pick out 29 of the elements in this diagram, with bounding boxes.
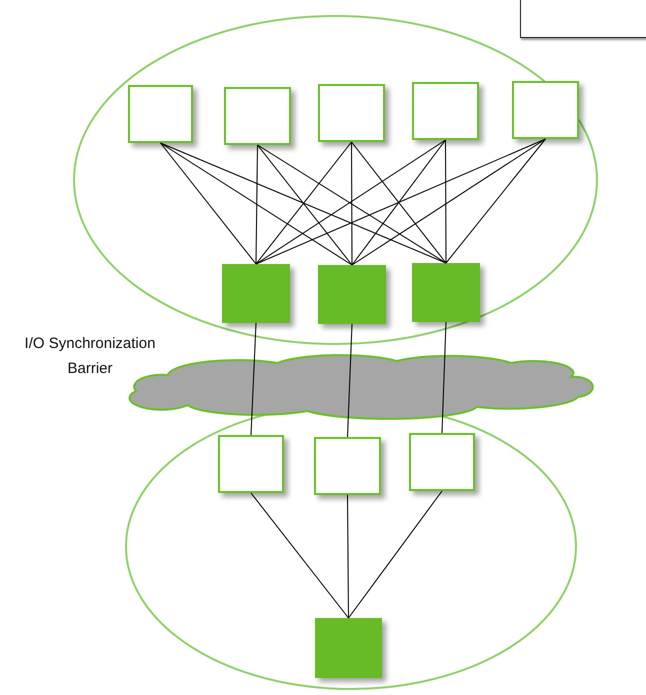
outlined-box xyxy=(128,85,193,143)
filled-square xyxy=(318,265,386,324)
empty-box xyxy=(520,0,646,38)
connector-line xyxy=(347,324,352,438)
connector-line xyxy=(351,142,352,266)
outlined-box xyxy=(318,84,385,142)
barrier-label: I/O Synchronization Barrier xyxy=(24,334,156,379)
connector-line xyxy=(256,138,546,264)
filled-square xyxy=(315,618,382,678)
outlined-box xyxy=(512,81,579,139)
connector-line xyxy=(250,322,256,436)
outlined-box xyxy=(224,87,291,145)
connector-line xyxy=(160,142,256,264)
connector-line xyxy=(250,492,349,618)
connector-line xyxy=(445,140,446,264)
connector-line xyxy=(160,142,446,264)
outlined-box xyxy=(412,82,479,140)
filled-square xyxy=(412,263,480,322)
outlined-box xyxy=(218,435,284,493)
connector-line xyxy=(442,322,446,434)
connector-line xyxy=(160,142,352,266)
connector-line xyxy=(256,144,258,264)
filled-square xyxy=(222,264,290,323)
connector-line xyxy=(446,138,546,264)
outlined-box xyxy=(314,437,381,495)
outlined-box xyxy=(409,433,475,491)
connector-line xyxy=(348,490,442,618)
connector-line xyxy=(347,494,349,618)
connector-line xyxy=(352,138,546,266)
